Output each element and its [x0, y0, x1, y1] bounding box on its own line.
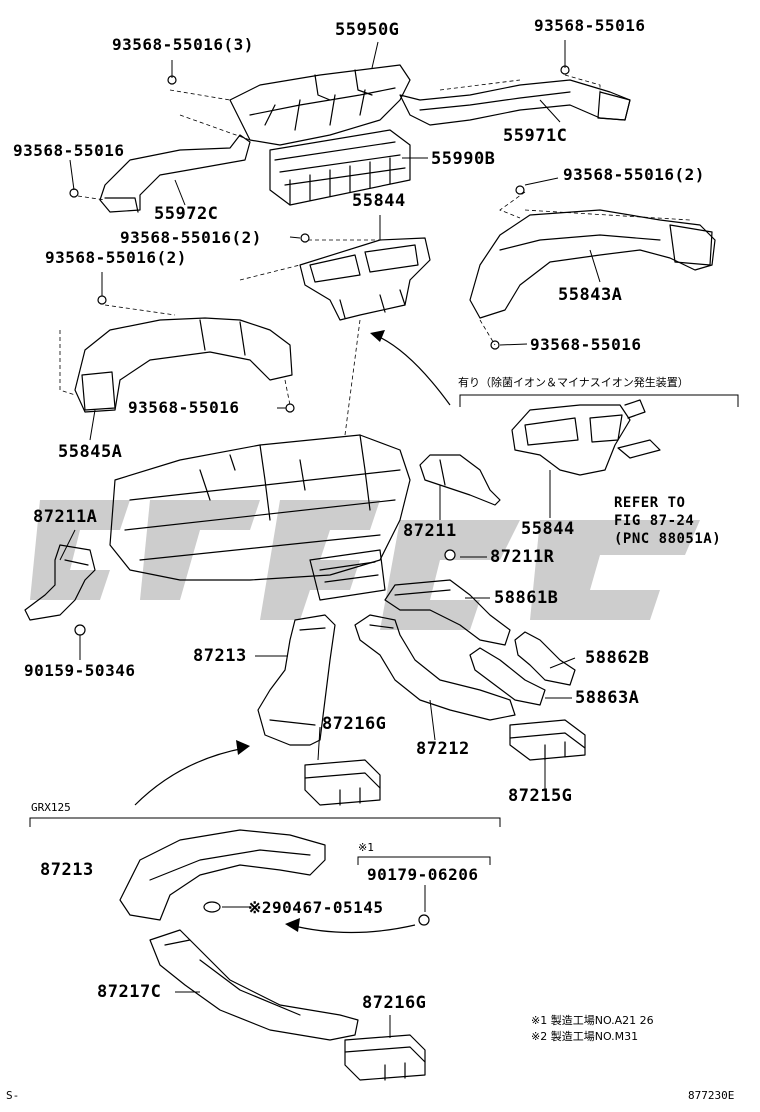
label-87211a: 87211A — [33, 507, 98, 527]
group-brackets — [29, 394, 739, 865]
part-87213-grx-duct — [119, 829, 326, 921]
part-87211-duct — [419, 454, 501, 506]
part-55950g-duct — [229, 64, 411, 146]
label-55844-bottom: 55844 — [521, 519, 575, 539]
label-55990b: 55990B — [431, 149, 496, 169]
label-93568-55016-3: 93568-55016(3) — [112, 35, 254, 54]
label-87216g-lower: 87216G — [362, 993, 427, 1013]
label-grx125: GRX125 — [31, 801, 71, 814]
label-87212: 87212 — [416, 739, 470, 759]
bolts — [69, 65, 570, 926]
label-corner-left: S- — [6, 1089, 20, 1102]
label-55972c: 55972C — [154, 204, 219, 224]
part-87215g-block — [509, 719, 586, 761]
label-55844-top: 55844 — [352, 191, 406, 211]
label-58861b: 58861B — [494, 588, 559, 608]
label-55843a: 55843A — [558, 285, 623, 305]
label-90179-06206: 90179-06206 — [367, 865, 479, 884]
part-55844-bottom-vent — [511, 399, 661, 476]
label-90467-05145: ※290467-05145 — [248, 898, 384, 917]
part-58863a-duct — [469, 647, 546, 706]
label-93568-55016-right-lower: 93568-55016 — [530, 335, 642, 354]
label-93568-55016-2-center: 93568-55016(2) — [120, 228, 262, 247]
part-87216g-block-lower — [344, 1034, 426, 1081]
label-87211: 87211 — [403, 521, 457, 541]
label-note-mark-1: ※1 — [358, 841, 374, 854]
part-55844-top-vent — [299, 237, 431, 321]
label-figure-id: 877230E — [688, 1089, 735, 1102]
arrows — [134, 334, 451, 934]
label-note-2: ※2 製造工場NO.M31 — [531, 1030, 639, 1043]
label-refer-to: REFER TO — [614, 495, 686, 511]
label-55971c: 55971C — [503, 126, 568, 146]
label-93568-55016-left: 93568-55016 — [13, 141, 125, 160]
part-58861b-duct — [384, 579, 511, 646]
label-87213-upper: 87213 — [193, 646, 247, 666]
part-87216g-block-upper — [304, 759, 381, 806]
label-option-note: 有り（除菌イオン＆マイナスイオン発生装置） — [458, 376, 689, 389]
dashed-lines — [59, 74, 691, 436]
label-87216g-upper: 87216G — [322, 714, 387, 734]
label-90159-50346: 90159-50346 — [24, 661, 136, 680]
part-heater-unit — [109, 434, 411, 601]
part-55972c-duct — [99, 134, 251, 213]
part-87213-duct — [257, 614, 336, 746]
part-87212-duct — [354, 614, 516, 721]
part-55843a-duct — [469, 209, 716, 319]
label-note-1: ※1 製造工場NO.A21 26 — [531, 1014, 654, 1027]
label-55845a: 55845A — [58, 442, 123, 462]
label-55950g: 55950G — [335, 20, 400, 40]
label-refer-fig: FIG 87-24 — [614, 513, 695, 529]
label-93568-55016-center: 93568-55016 — [128, 398, 240, 417]
part-55971c-duct — [399, 79, 631, 126]
part-58862b-duct — [514, 631, 576, 686]
watermark-logo — [30, 500, 700, 630]
label-87211r: 87211R — [490, 547, 555, 567]
label-87217c: 87217C — [97, 982, 162, 1002]
label-93568-55016-2-right: 93568-55016(2) — [563, 165, 705, 184]
leader-lines — [59, 40, 601, 1038]
label-93568-55016-top-right: 93568-55016 — [534, 16, 646, 35]
label-87215g: 87215G — [508, 786, 573, 806]
label-58863a: 58863A — [575, 688, 640, 708]
label-87213-lower: 87213 — [40, 860, 94, 880]
label-refer-pnc: (PNC 88051A) — [614, 531, 722, 547]
label-58862b: 58862B — [585, 648, 650, 668]
part-87211a-duct — [24, 544, 96, 621]
part-55990b-box — [269, 129, 411, 206]
arrow-heads — [236, 330, 385, 932]
part-87217c-duct — [149, 929, 359, 1041]
label-93568-55016-2-left: 93568-55016(2) — [45, 248, 187, 267]
part-55845a-duct — [74, 317, 293, 413]
